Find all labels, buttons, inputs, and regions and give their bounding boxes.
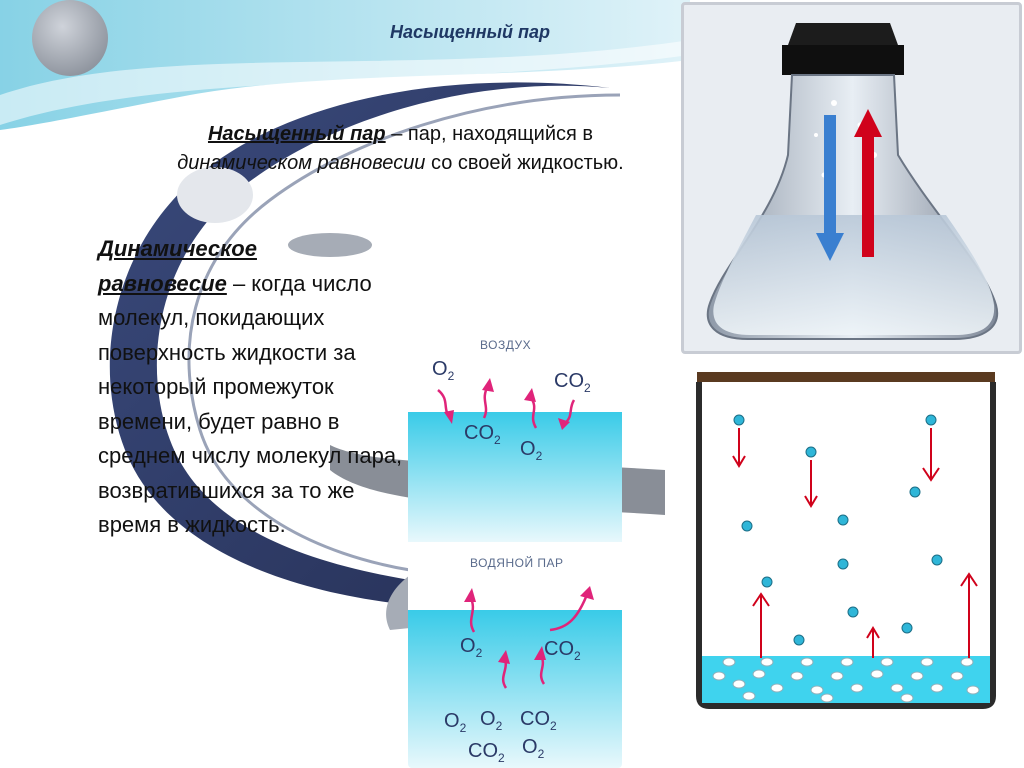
evaporation-arrow bbox=[862, 135, 874, 257]
water-vapor-label: ВОДЯНОЙ ПАР bbox=[470, 556, 564, 570]
slide-title: Насыщенный пар bbox=[390, 22, 550, 42]
definition-text-2: со своей жидкостью. bbox=[425, 152, 624, 174]
equilibrium-term-line2: равновесие bbox=[98, 270, 227, 296]
vessel-lid bbox=[697, 372, 995, 382]
molecule-o2: O2 bbox=[460, 635, 483, 660]
definition-italic: динамическом равновесии bbox=[177, 152, 426, 174]
molecule-o2: O2 bbox=[520, 438, 543, 463]
molecule-o2: O2 bbox=[432, 358, 455, 383]
molecule-exchange-diagram: ВОЗДУХ ВОДЯНОЙ ПАР O2 CO2 CO2 O2 O2 CO2 … bbox=[408, 340, 622, 768]
molecule-diagram-graphics bbox=[408, 378, 622, 768]
equilibrium-term-line1: Динамическое bbox=[98, 236, 257, 261]
saturated-vapor-definition: Насыщенный пар – пар, находящийся в дина… bbox=[148, 120, 653, 178]
decor-ellipse bbox=[288, 233, 372, 257]
equilibrium-text: – когда число молекул, покидающих поверх… bbox=[98, 270, 403, 538]
molecule-o2: O2 bbox=[522, 736, 545, 761]
molecule-co2: CO2 bbox=[520, 708, 557, 733]
molecule-co2: CO2 bbox=[464, 422, 501, 447]
flask-graphic bbox=[706, 23, 999, 340]
molecule-co2: CO2 bbox=[554, 370, 591, 395]
vessel-graphic bbox=[696, 372, 996, 709]
flask-illustration bbox=[681, 2, 1022, 354]
dynamic-equilibrium-definition: Динамическое равновесие – когда число мо… bbox=[98, 232, 408, 543]
decor-circle bbox=[32, 0, 108, 76]
air-label: ВОЗДУХ bbox=[480, 340, 532, 352]
condensation-arrow bbox=[824, 115, 836, 235]
molecule-o2: O2 bbox=[444, 710, 467, 735]
definition-term: Насыщенный пар bbox=[207, 123, 386, 145]
molecule-co2: CO2 bbox=[544, 638, 581, 663]
molecule-o2: O2 bbox=[480, 708, 503, 733]
vessel-molecules-illustration bbox=[667, 358, 1024, 725]
molecule-co2: CO2 bbox=[468, 740, 505, 765]
definition-text-1: – пар, находящийся в bbox=[385, 123, 594, 145]
